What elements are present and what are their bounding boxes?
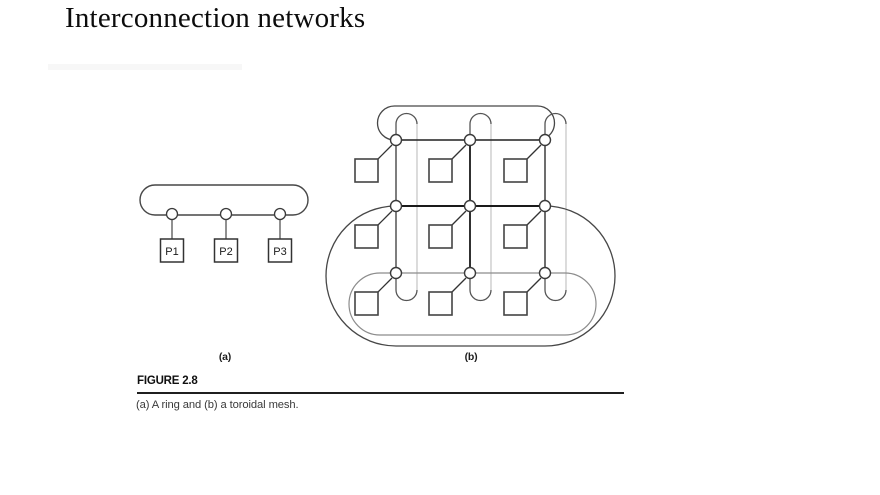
processor-box — [503, 291, 528, 316]
processor-link — [526, 277, 542, 293]
processor-box-p2 — [213, 238, 239, 263]
ring-node-3 — [273, 207, 287, 221]
row1-wraparound-loop — [376, 105, 556, 141]
switch-node — [389, 199, 403, 213]
processor-link — [377, 144, 393, 160]
processor-label-p2: P2 — [219, 246, 232, 258]
processor-link — [451, 144, 467, 160]
ring-node-1 — [165, 207, 179, 221]
processor-box — [354, 224, 379, 249]
switch-node — [389, 266, 403, 280]
processor-link — [377, 277, 393, 293]
processor-link — [377, 210, 393, 226]
slide-title: Interconnection networks — [65, 2, 366, 34]
switch-node — [389, 133, 403, 147]
processor-link — [451, 277, 467, 293]
figure-number-label: FIGURE 2.8 — [137, 375, 198, 387]
ring-node-2 — [219, 207, 233, 221]
processor-box — [354, 158, 379, 183]
processor-box — [428, 224, 453, 249]
switch-node — [538, 133, 552, 147]
column2-top-arc — [469, 112, 492, 140]
processor-link — [451, 210, 467, 226]
processor-label-p1: P1 — [165, 246, 178, 258]
column1-top-arc — [395, 112, 418, 140]
processor-box — [428, 291, 453, 316]
switch-node — [463, 199, 477, 213]
column-wraparound-arcs — [395, 112, 567, 302]
column2-bottom-arc — [469, 273, 492, 302]
mesh-switch-nodes — [389, 133, 552, 280]
processor-box — [428, 158, 453, 183]
column3-bottom-arc — [544, 273, 567, 302]
processor-link — [526, 144, 542, 160]
processor-label-p3: P3 — [273, 246, 286, 258]
processor-link — [526, 210, 542, 226]
processor-box — [354, 291, 379, 316]
column1-bottom-arc — [395, 273, 418, 302]
processor-box-p3 — [267, 238, 293, 263]
figure-caption: (a) A ring and (b) a toroidal mesh. — [136, 399, 299, 411]
switch-node — [463, 266, 477, 280]
switch-node — [538, 266, 552, 280]
title-underline-decoration — [48, 64, 242, 70]
ring-diagram: P1 P2 P3 — [139, 184, 309, 263]
toroidal-mesh-diagram — [325, 105, 616, 347]
subfigure-a-label: (a) — [218, 351, 232, 363]
column3-top-arc — [544, 112, 567, 140]
mesh-processors — [354, 144, 542, 316]
processor-box — [503, 224, 528, 249]
row3-wraparound-loop — [348, 272, 597, 336]
processor-box — [503, 158, 528, 183]
switch-node — [463, 133, 477, 147]
figure-caption-rule — [137, 392, 624, 394]
subfigure-b-label: (b) — [464, 351, 478, 363]
switch-node — [538, 199, 552, 213]
processor-box-p1 — [159, 238, 185, 263]
